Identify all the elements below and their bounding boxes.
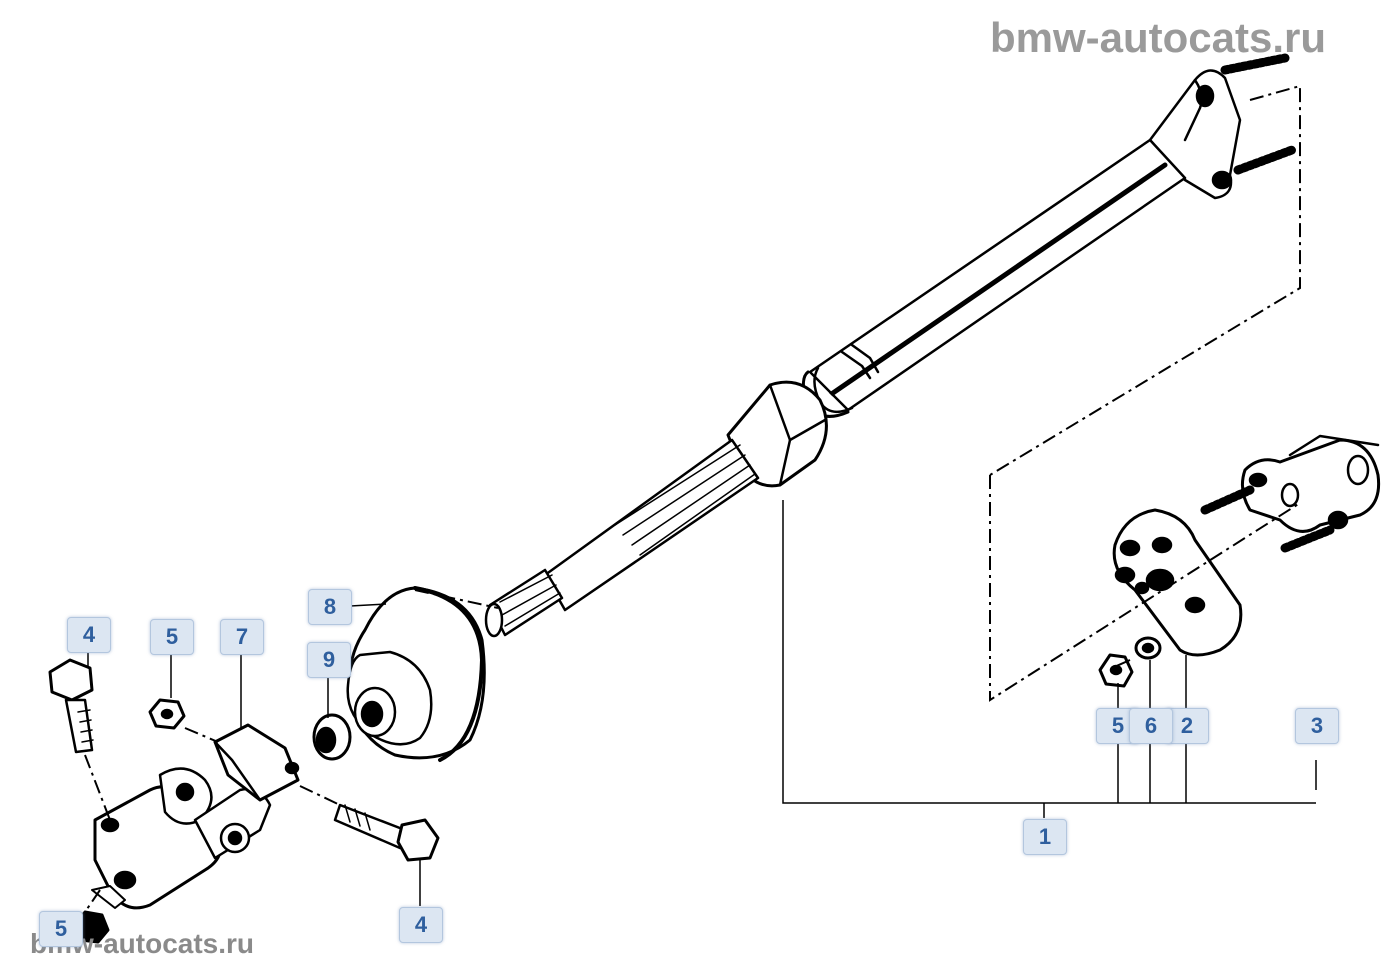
rubber-boot (346, 586, 486, 762)
universal-joint (93, 723, 300, 910)
upper-flange-yoke (1148, 53, 1297, 200)
callout-part-6[interactable]: 6 (1129, 708, 1173, 744)
callout-part-9[interactable]: 9 (307, 642, 351, 678)
callout-part-1[interactable]: 1 (1023, 819, 1067, 855)
hex-sleeve (726, 380, 828, 488)
flex-coupling-disc (1112, 508, 1243, 657)
nut-upper-left (148, 698, 186, 730)
steering-box-flange (1200, 434, 1381, 553)
splined-shaft (484, 438, 760, 638)
watermark-top: bmw-autocats.ru (990, 14, 1327, 61)
callout-part-8[interactable]: 8 (308, 589, 352, 625)
callout-part-5-upper[interactable]: 5 (150, 619, 194, 655)
bolt-diagonal (333, 803, 440, 862)
callout-part-3[interactable]: 3 (1295, 708, 1339, 744)
callout-part-5-lower[interactable]: 5 (39, 911, 83, 947)
steering-column-tube (808, 138, 1187, 412)
bolt-vertical (48, 658, 94, 754)
callout-part-7[interactable]: 7 (220, 619, 264, 655)
callout-part-4-upper[interactable]: 4 (67, 617, 111, 653)
nut-right (1098, 653, 1134, 688)
bushing (312, 713, 352, 761)
callout-part-4-lower[interactable]: 4 (399, 907, 443, 943)
washer-right (1134, 636, 1162, 660)
